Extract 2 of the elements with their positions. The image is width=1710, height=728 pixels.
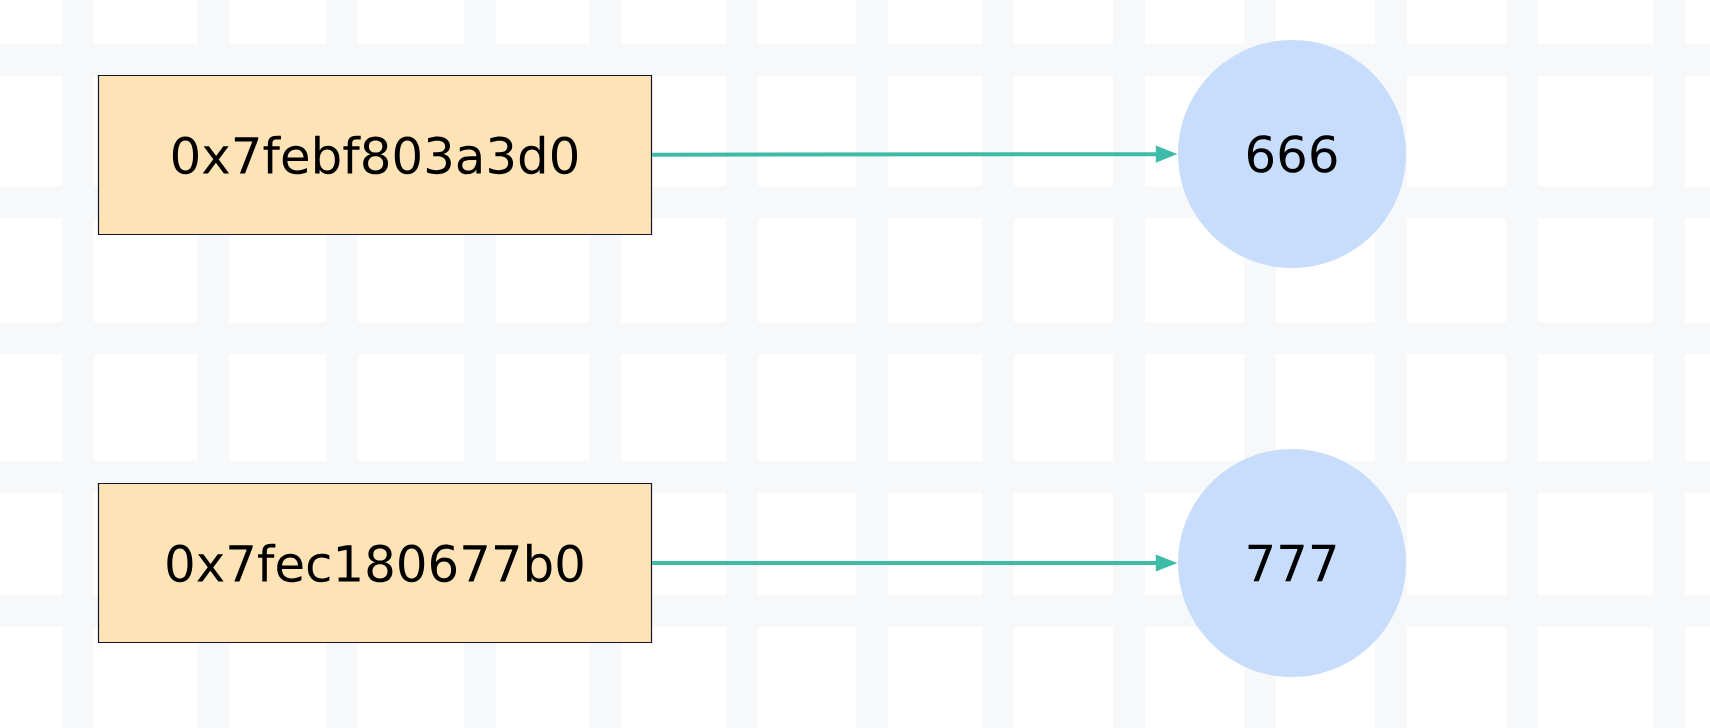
address-box: 0x7febf803a3d0 — [97, 74, 653, 236]
address-box: 0x7fec180677b0 — [97, 482, 653, 644]
